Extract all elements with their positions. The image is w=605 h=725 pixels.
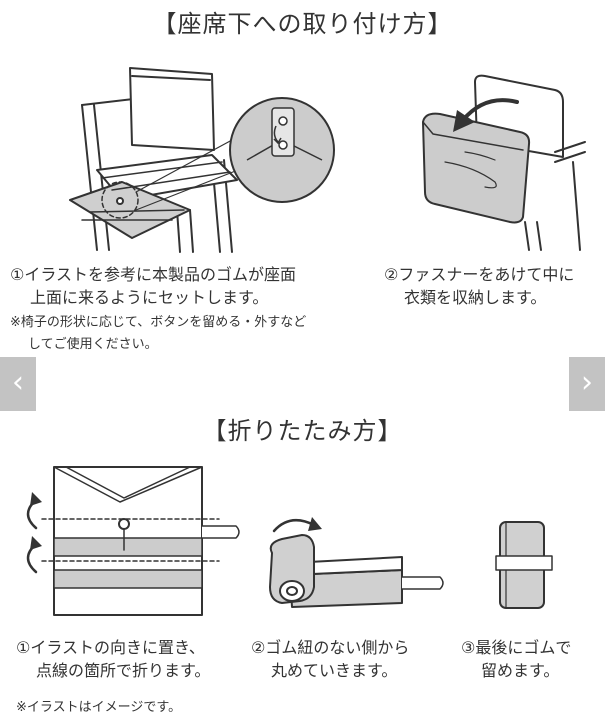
section1-note: ※椅子の形状に応じて、ボタンを留める・外すなど してご使用ください。	[10, 312, 306, 356]
fold-step1-illustration	[26, 466, 240, 616]
section1-note-line1: ※椅子の形状に応じて、ボタンを留める・外すなど	[10, 315, 307, 330]
section1-step2-line1: ②ファスナーをあけて中に	[384, 265, 575, 284]
section2-footnote: ※イラストはイメージです。	[16, 700, 182, 715]
section2-step3-line1: ③最後にゴムで	[461, 638, 572, 657]
section1-step1-line1: ①イラストを参考に本製品のゴムが座面	[10, 265, 297, 284]
section1-title: 【座席下への取り付け方】	[152, 10, 453, 38]
section2-step3: ③最後にゴムで 留めます。	[461, 636, 571, 682]
section1-step1: ①イラストを参考に本製品のゴムが座面 上面に来るようにセットします。	[10, 263, 296, 309]
section2-step1-line1: ①イラストの向きに置き、	[16, 638, 205, 657]
section1-step1-line2: 上面に来るようにセットします。	[30, 288, 269, 307]
chevron-left-icon: ‹	[12, 365, 24, 400]
next-button[interactable]: ›	[569, 357, 605, 411]
section2-step2-line2: 丸めていきます。	[271, 661, 398, 680]
section2-step1: ①イラストの向きに置き、 点線の箇所で折ります。	[16, 636, 210, 682]
section1-note-line2: してご使用ください。	[28, 337, 158, 352]
section2-title: 【折りたたみ方】	[202, 417, 403, 445]
section1-step2-line2: 衣類を収納します。	[404, 288, 547, 307]
prev-button[interactable]: ‹	[0, 357, 36, 411]
chair-attach-illustration	[69, 67, 335, 253]
section2-step3-line2: 留めます。	[481, 661, 560, 680]
fold-step2-illustration	[269, 517, 444, 608]
section1-step2: ②ファスナーをあけて中に 衣類を収納します。	[384, 263, 574, 309]
fold-step3-illustration	[495, 521, 553, 609]
chair-open-illustration	[422, 74, 586, 251]
section2-step2: ②ゴム紐のない側から 丸めていきます。	[251, 636, 409, 682]
section2-step2-line1: ②ゴム紐のない側から	[251, 638, 410, 657]
chevron-right-icon: ›	[581, 365, 593, 400]
section2-step1-line2: 点線の箇所で折ります。	[36, 661, 211, 680]
